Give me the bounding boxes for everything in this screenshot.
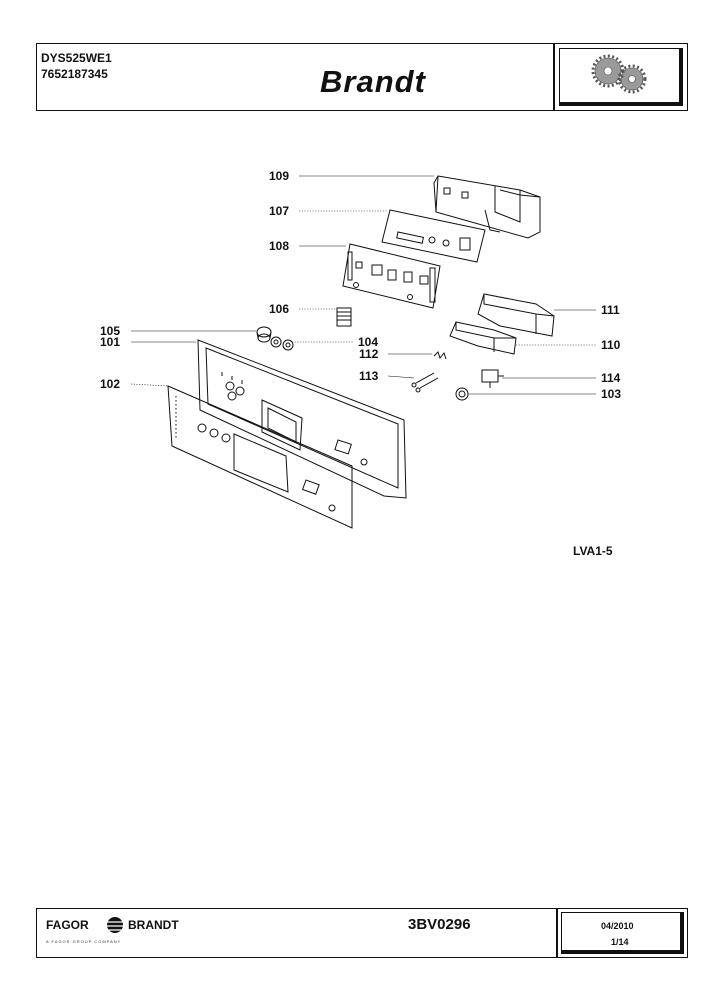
footer-subtitle: A FAGOR GROUP COMPANY: [46, 939, 122, 944]
gears-icon: [591, 54, 647, 94]
callout-112: 112: [359, 347, 379, 361]
model-number: DYS525WE1: [41, 51, 112, 65]
part-102-front-panel: [167, 385, 353, 529]
part-106-connector: [336, 307, 352, 327]
page-number: 1/14: [611, 937, 629, 947]
document-date: 04/2010: [601, 921, 634, 931]
part-112-spring: [433, 351, 447, 360]
callout-107: 107: [269, 204, 290, 218]
part-108-board: [342, 243, 441, 309]
part-114-switch: [481, 369, 504, 388]
part-110-box: [449, 321, 517, 355]
callout-113: 113: [359, 369, 379, 383]
part-104-rings: [270, 336, 294, 351]
callout-101: 101: [100, 335, 121, 349]
footer-divider: [556, 908, 558, 958]
part-101-control-panel: [197, 339, 407, 499]
callout-110: 110: [601, 338, 621, 352]
callout-109: 109: [269, 169, 290, 183]
part-103-button: [455, 387, 469, 401]
callout-106: 106: [269, 302, 290, 316]
callout-104: 104: [358, 335, 379, 349]
callout-103: 103: [601, 387, 622, 401]
header-frame: [36, 43, 688, 111]
brand-logo: Brandt: [320, 64, 426, 99]
footer-frame: [36, 908, 688, 958]
figure-code: LVA1-5: [573, 544, 613, 558]
gears-logo-box: [559, 48, 683, 106]
product-code: 7652187345: [41, 67, 108, 81]
part-111-box: [477, 293, 555, 337]
callout-105: 105: [100, 324, 121, 338]
callout-111: 111: [601, 303, 620, 317]
footer-brand-right: BRANDT: [128, 918, 179, 932]
part-113-springs: [411, 372, 439, 393]
footer-date-box: [561, 912, 684, 954]
part-109-frame: [433, 175, 541, 239]
document-reference: 3BV0296: [408, 916, 471, 933]
part-107-board: [381, 209, 486, 263]
callout-102: 102: [100, 377, 121, 391]
part-105-knob: [256, 326, 272, 343]
header-divider: [553, 43, 555, 111]
callout-114: 114: [601, 371, 621, 385]
callout-108: 108: [269, 239, 290, 253]
footer-brand-left: FAGOR: [46, 918, 89, 932]
